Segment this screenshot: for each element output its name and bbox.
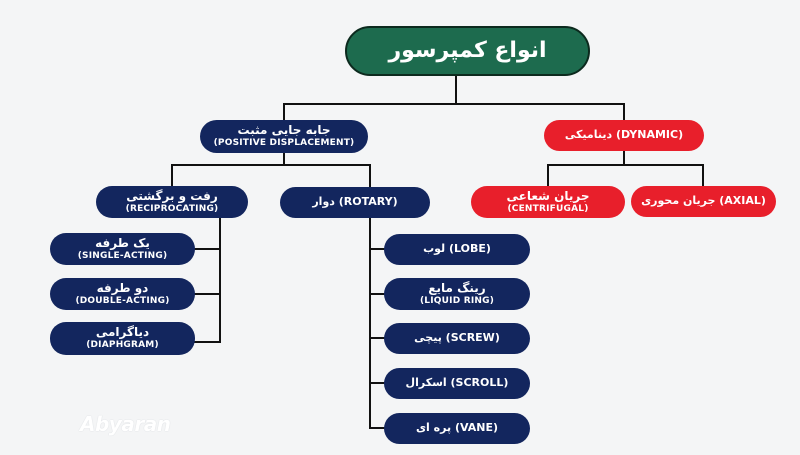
rotary-node: دوار (ROTARY) [280,187,430,218]
liquid-ring-node: رینگ مایع (LIQUID RING) [384,278,530,310]
dynamic-label: دینامیکی (DYNAMIC) [564,128,684,142]
vane-label: پره ای (VANE) [415,421,499,435]
liquid-ring-fa: رینگ مایع [428,280,486,295]
single-acting-node: یک طرفه (SINGLE-ACTING) [50,233,195,265]
rotary-label: دوار (ROTARY) [312,195,398,209]
double-acting-node: دو طرفه (DOUBLE-ACTING) [50,278,195,310]
axial-node: جریان محوری (AXIAL) [631,186,776,217]
title-text: انواع کمپرسور [388,38,547,64]
scroll-node: اسکرال (SCROLL) [384,368,530,399]
screw-node: پیچی (SCREW) [384,323,530,354]
dynamic-node: دینامیکی (DYNAMIC) [544,120,704,151]
liquid-ring-en: (LIQUID RING) [419,295,495,306]
positive-displacement-node: جابه جایی مثبت (POSITIVE DISPLACEMENT) [200,120,368,153]
double-acting-en: (DOUBLE-ACTING) [75,295,170,306]
diaphragm-en: (DIAPHGRAM) [86,340,159,351]
axial-label: جریان محوری (AXIAL) [641,194,766,208]
reciprocating-en: (RECIPROCATING) [125,203,219,214]
screw-label: پیچی (SCREW) [414,331,500,345]
positive-displacement-fa: جابه جایی مثبت [237,123,331,138]
double-acting-fa: دو طرفه [96,280,149,295]
lobe-node: لوب (LOBE) [384,234,530,265]
single-acting-fa: یک طرفه [95,235,150,250]
positive-displacement-en: (POSITIVE DISPLACEMENT) [213,138,355,149]
diaphragm-fa: دیاگرامی [95,325,150,340]
diaphragm-node: دیاگرامی (DIAPHGRAM) [50,322,195,355]
single-acting-en: (SINGLE-ACTING) [77,250,168,261]
reciprocating-node: رفت و برگشتی (RECIPROCATING) [96,186,248,218]
lobe-label: لوب (LOBE) [423,242,491,256]
abyaran-logo: Abyaran [80,412,171,436]
reciprocating-fa: رفت و برگشتی [126,188,218,203]
vane-node: پره ای (VANE) [384,413,530,444]
centrifugal-fa: جریان شعاعی [506,188,590,203]
centrifugal-en: (CENTRIFUGAL) [507,203,589,214]
scroll-label: اسکرال (SCROLL) [405,376,509,390]
title-node: انواع کمپرسور [345,26,590,76]
centrifugal-node: جریان شعاعی (CENTRIFUGAL) [471,186,625,218]
